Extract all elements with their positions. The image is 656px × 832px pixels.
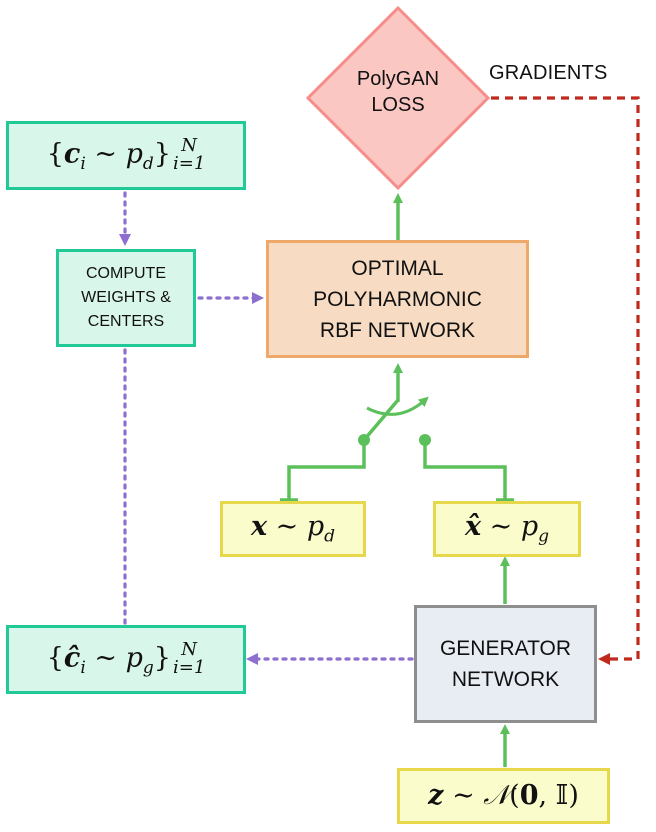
compute-weights-label: COMPUTE WEIGHTS & CENTERS: [81, 265, 171, 330]
compute-weights-node: COMPUTE WEIGHTS & CENTERS: [56, 249, 196, 347]
loss-diamond-shape: [305, 5, 491, 191]
x-real-formula: x ∼ pd: [250, 511, 336, 547]
x-fake-node: x̂ ∼ pg: [433, 501, 581, 557]
gradients-label: GRADIENTS: [489, 62, 608, 84]
switch-arm: [362, 398, 400, 442]
latent-formula: z ∼ 𝒩(0, 𝕀): [428, 780, 579, 811]
x-fake-formula: x̂ ∼ pg: [464, 511, 550, 547]
switch-contact-real: [358, 434, 370, 446]
x-real-node: x ∼ pd: [220, 501, 366, 557]
latent-node: z ∼ 𝒩(0, 𝕀): [397, 768, 610, 824]
edge-xreal-to-switch: [287, 440, 366, 500]
edge-gradients: [491, 96, 640, 665]
switch-rotation-arrow: [366, 396, 429, 416]
generator-network-node: GENERATOR NETWORK: [414, 605, 597, 723]
loss-node-label: PolyGAN LOSS: [356, 68, 440, 116]
rbf-network-node: OPTIMAL POLYHARMONIC RBF NETWORK: [266, 240, 529, 358]
switch-contact-fake: [419, 434, 431, 446]
edge-xfake-to-switch: [423, 440, 507, 500]
rbf-network-label: OPTIMAL POLYHARMONIC RBF NETWORK: [313, 256, 482, 342]
generator-network-label: GENERATOR NETWORK: [439, 637, 572, 691]
